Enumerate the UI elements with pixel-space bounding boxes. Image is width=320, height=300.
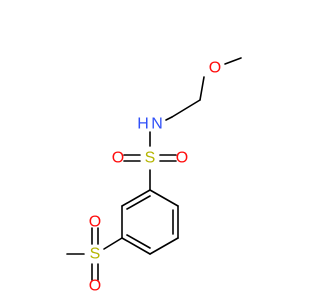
ring-bond-6-inner — [126, 195, 151, 210]
ring-bond-3 — [149, 237, 179, 255]
sulfonamide-sulfur-label: S — [145, 150, 156, 167]
sulfonamide-oxygen-right-label: O — [176, 150, 188, 167]
sulfonamide-oxygen-left-label: O — [112, 150, 124, 167]
molecule-diagram: O N H S O O S O O — [66, 57, 242, 295]
sulfone-oxygen-top-label: O — [89, 214, 101, 231]
bond-ch2-ch2 — [171, 99, 201, 118]
bond-oxygen-ch2 — [199, 76, 205, 101]
ether-oxygen-label: O — [209, 60, 221, 77]
sulfone-sulfur-label: S — [90, 246, 101, 263]
ring-bond-4-inner — [126, 234, 151, 249]
sulfone-oxygen-bottom-label: O — [89, 278, 101, 295]
molecule-structure: O N H S O O S O O — [66, 57, 242, 295]
amide-hydrogen-label: H — [137, 116, 149, 133]
ring-bond-4 — [121, 237, 151, 255]
ring-bond-6 — [121, 189, 151, 207]
bond-ring-sulfone — [103, 237, 123, 250]
bond-ch2-nitrogen — [165, 116, 173, 121]
ring-bond-1 — [149, 189, 179, 207]
bond-methyl-oxygen — [224, 57, 242, 65]
amide-nitrogen-label: N — [151, 116, 163, 133]
